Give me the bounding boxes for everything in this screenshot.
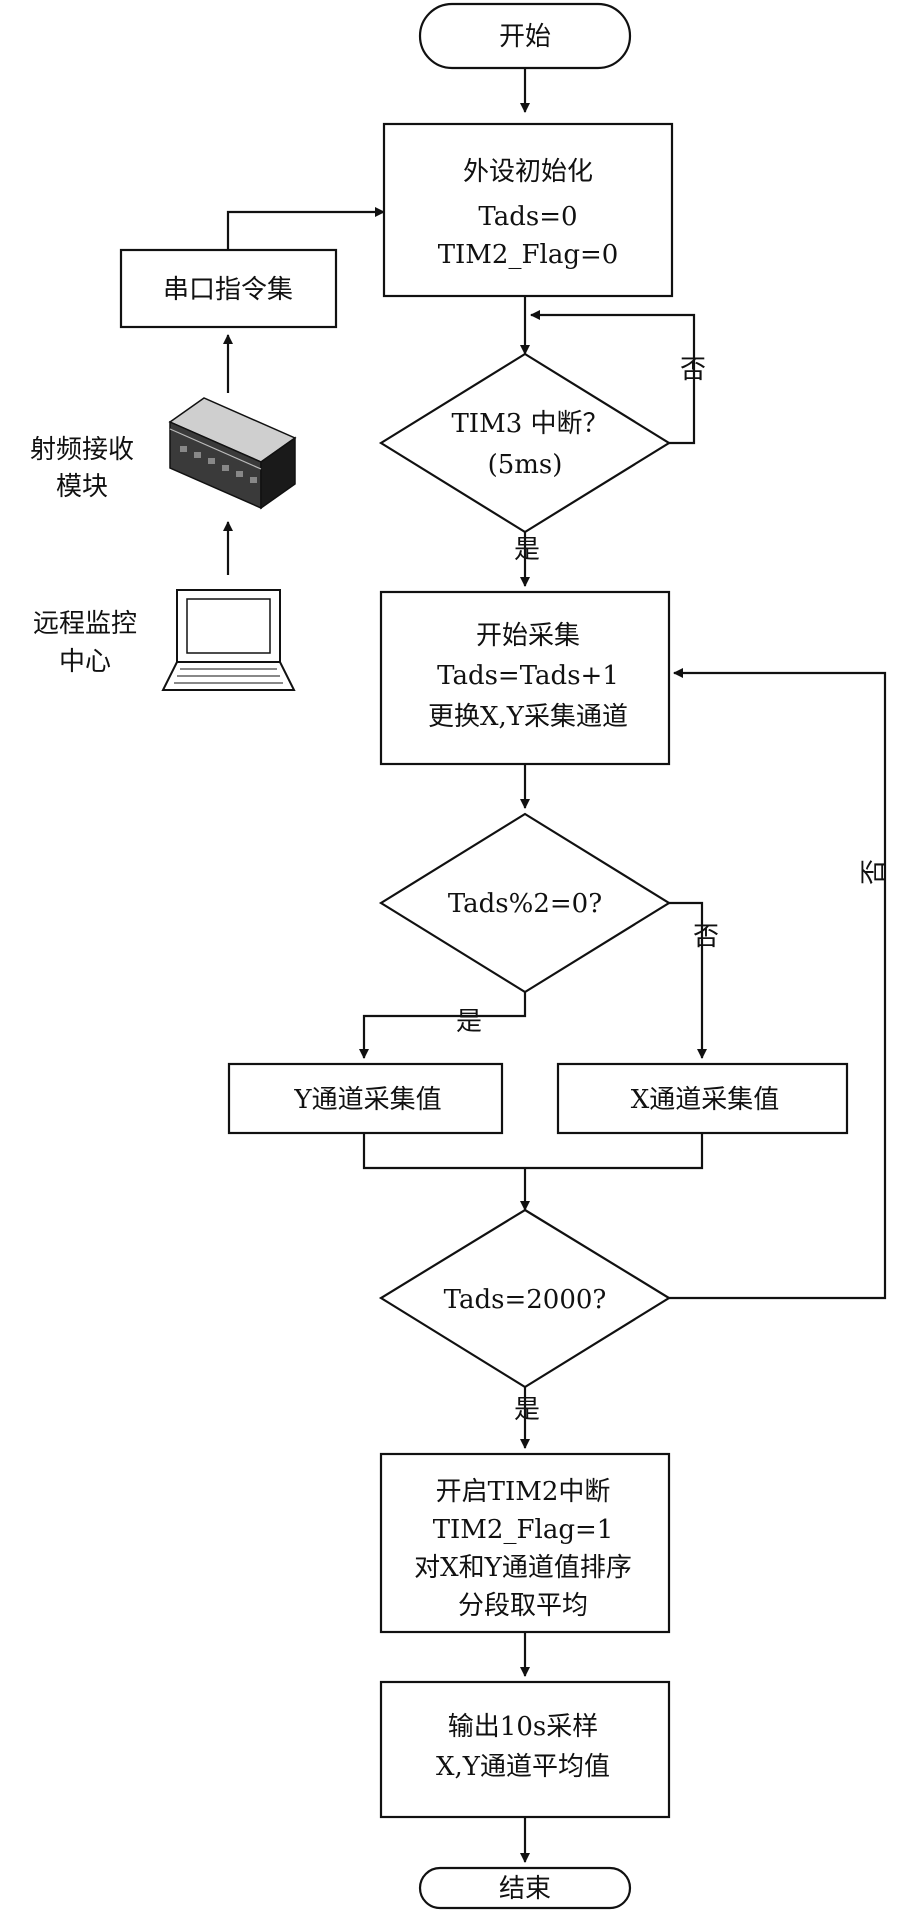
y-value-label: Y通道采集值 (293, 1085, 441, 1115)
edge-count-no-loop (669, 668, 887, 1300)
init-line-2: Tads=0 (478, 202, 577, 232)
y-value-node: Y通道采集值 (227, 1062, 504, 1135)
monitor-center-line-1: 远程监控 (33, 609, 137, 639)
start-label: 开始 (499, 22, 551, 52)
router-icon (168, 397, 297, 510)
connectors (223, 68, 887, 1863)
acquire-node: 开始采集 Tads=Tads+1 更换X,Y采集通道 (379, 590, 671, 766)
rf-module-line-1: 射频接收 (30, 435, 134, 465)
tim3-line-2: (5ms) (488, 450, 563, 480)
init-node: 外设初始化 Tads=0 TIM2_Flag=0 (382, 122, 674, 298)
edge-parity-no (669, 901, 707, 1059)
init-line-1: 外设初始化 (463, 157, 593, 187)
count-yes-label: 是 (514, 1395, 540, 1425)
process-node: 开启TIM2中断 TIM2_Flag=1 对X和Y通道值排序 分段取平均 (379, 1452, 671, 1634)
acquire-line-3: 更换X,Y采集通道 (428, 702, 628, 732)
parity-no-label: 否 (693, 922, 719, 952)
acquire-line-2: Tads=Tads+1 (437, 661, 619, 691)
tim3-yes-label: 是 (514, 535, 540, 565)
rf-module-label: 射频接收 模块 (30, 435, 134, 502)
count-label: Tads=2000? (444, 1285, 607, 1315)
uart-cmd-label: 串口指令集 (163, 275, 293, 305)
end-label: 结束 (499, 1874, 551, 1904)
start-node: 开始 (418, 2, 632, 70)
acquire-line-1: 开始采集 (476, 621, 580, 651)
output-node: 输出10s采样 X,Y通道平均值 (379, 1680, 671, 1819)
init-line-3: TIM2_Flag=0 (438, 240, 619, 270)
edge-parity-yes (359, 986, 527, 1059)
x-value-node: X通道采集值 (556, 1062, 849, 1135)
count-no-label: 否 (859, 859, 889, 885)
end-node: 结束 (418, 1866, 632, 1910)
parity-yes-label: 是 (456, 1007, 482, 1037)
x-value-label: X通道采集值 (631, 1085, 780, 1115)
process-line-4: 分段取平均 (458, 1591, 588, 1621)
count-decision: Tads=2000? (378, 1208, 672, 1389)
parity-decision: Tads%2=0? (378, 812, 672, 994)
tim3-decision: TIM3 中断？ (5ms) (378, 352, 672, 534)
monitor-center-line-2: 中心 (59, 647, 111, 677)
output-line-2: X,Y通道平均值 (436, 1752, 610, 1782)
edge-merge-y (362, 1133, 704, 1170)
tim3-no-label: 否 (680, 355, 706, 385)
laptop-icon (161, 589, 296, 691)
process-line-2: TIM2_Flag=1 (433, 1515, 614, 1545)
rf-module-line-2: 模块 (56, 472, 108, 502)
tim3-line-1: TIM3 中断？ (451, 409, 608, 439)
process-line-3: 对X和Y通道值排序 (414, 1553, 632, 1583)
process-line-1: 开启TIM2中断 (436, 1477, 611, 1507)
edge-tim3-no-loop (530, 310, 696, 445)
parity-label: Tads%2=0? (448, 889, 602, 919)
output-line-1: 输出10s采样 (448, 1712, 598, 1742)
edge-uart-init (226, 207, 385, 250)
uart-cmd-node: 串口指令集 (119, 248, 338, 329)
monitor-center-label: 远程监控 中心 (33, 609, 137, 677)
